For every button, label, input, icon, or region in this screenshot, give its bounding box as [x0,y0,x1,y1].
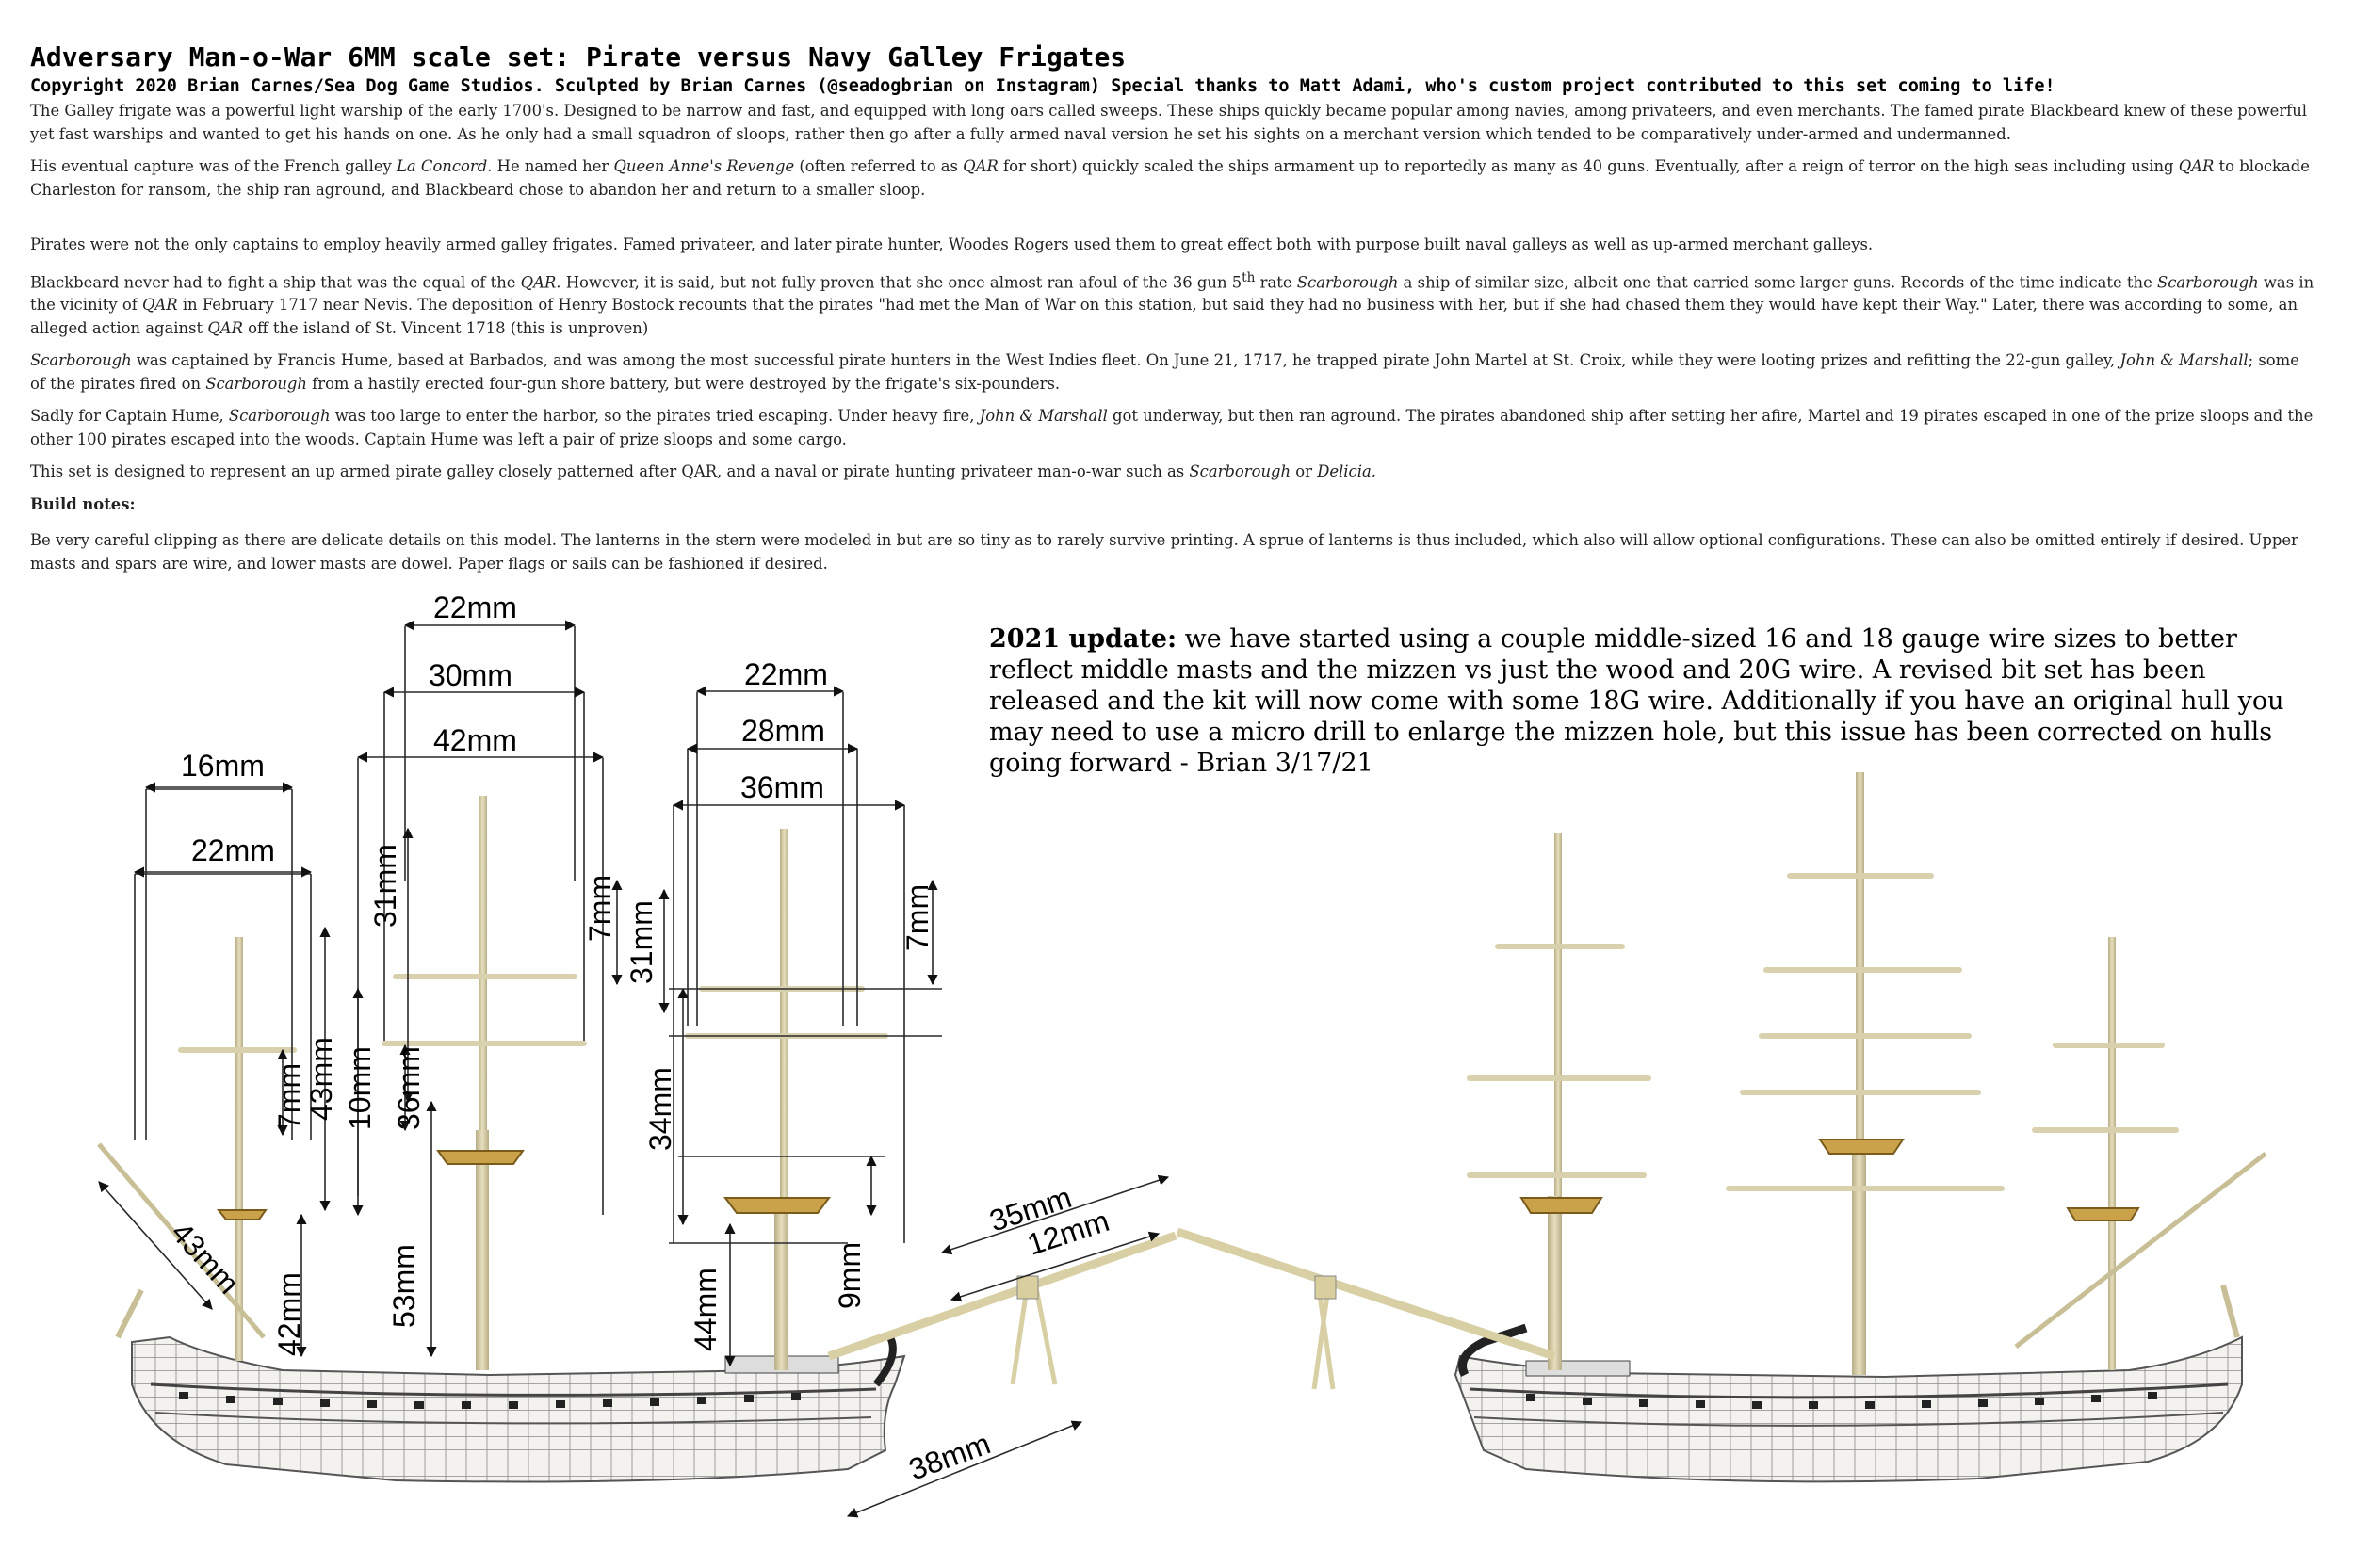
dim-fore-topmast: 31mm [625,900,658,984]
dim-mizzen-top-spar: 16mm [181,749,265,783]
update-text: we have started using a couple middle-si… [989,624,2284,778]
dim-main-side: 10mm [343,1046,377,1130]
update-note: 2021 update: we have started using a cou… [989,623,2317,779]
paragraph-set-design: This set is designed to represent an up … [30,462,1376,481]
dim-mizzen-height: 43mm [304,1037,338,1121]
dim-fore-lower: 44mm [689,1268,723,1351]
copyright-line: Copyright 2020 Brian Carnes/Sea Dog Game… [30,76,2055,96]
paragraph-galley-frigate: The Galley frigate was a powerful light … [30,102,2308,143]
dim-main-mid-spar: 30mm [429,658,512,692]
dim-lateen-yard: 43mm [165,1216,246,1301]
dim-fore-top-gap: 7mm [901,884,934,951]
paragraph-capture: His eventual capture was of the French g… [30,157,2310,199]
dim-fore-upper: 34mm [643,1067,677,1151]
navy-hull [1454,1335,2243,1483]
build-notes-heading: Build notes: [30,494,136,513]
build-notes-text: Be very careful clipping as there are de… [30,531,2298,573]
dim-main-top-spar: 22mm [433,590,517,624]
dim-fore-top-spar: 22mm [744,657,828,691]
pirate-galley-model [97,796,1178,1483]
dim-fore-mid-spar: 28mm [741,714,825,748]
dimension-lines [98,620,1170,1518]
ship-diagram: 16mm 22mm 7mm 43mm 42mm 43mm 22mm 30mm 4… [97,590,2267,1518]
dim-mizzen-mid-spar: 22mm [191,833,275,867]
dim-bow-sprit-base: 38mm [904,1426,995,1486]
dim-fore-low-spar: 36mm [740,770,824,804]
dim-main-topmast: 31mm [368,844,402,928]
dim-mizzen-top-gap: 7mm [272,1063,306,1130]
dim-mizzen-lower: 42mm [272,1272,306,1356]
dim-main-low-spar: 42mm [433,723,517,757]
update-label: 2021 update: [989,624,1178,654]
paragraph-hume: Scarborough was captained by Francis Hum… [30,351,2299,393]
dim-main-lower: 53mm [387,1244,421,1328]
history-text: The Galley frigate was a powerful light … [30,100,2319,585]
paragraph-scarborough-encounter: Blackbeard never had to fight a ship tha… [30,269,2314,337]
navy-frigate-model [1176,772,2267,1483]
dim-main-top-gap: 7mm [583,875,617,942]
dim-fore-top-height: 9mm [833,1242,867,1309]
document-title: Adversary Man-o-War 6MM scale set: Pirat… [30,41,1127,73]
paragraph-escape: Sadly for Captain Hume, Scarborough was … [30,407,2314,448]
dim-main-upper: 36mm [392,1046,426,1130]
paragraph-privateers: Pirates were not the only captains to em… [30,235,1874,253]
